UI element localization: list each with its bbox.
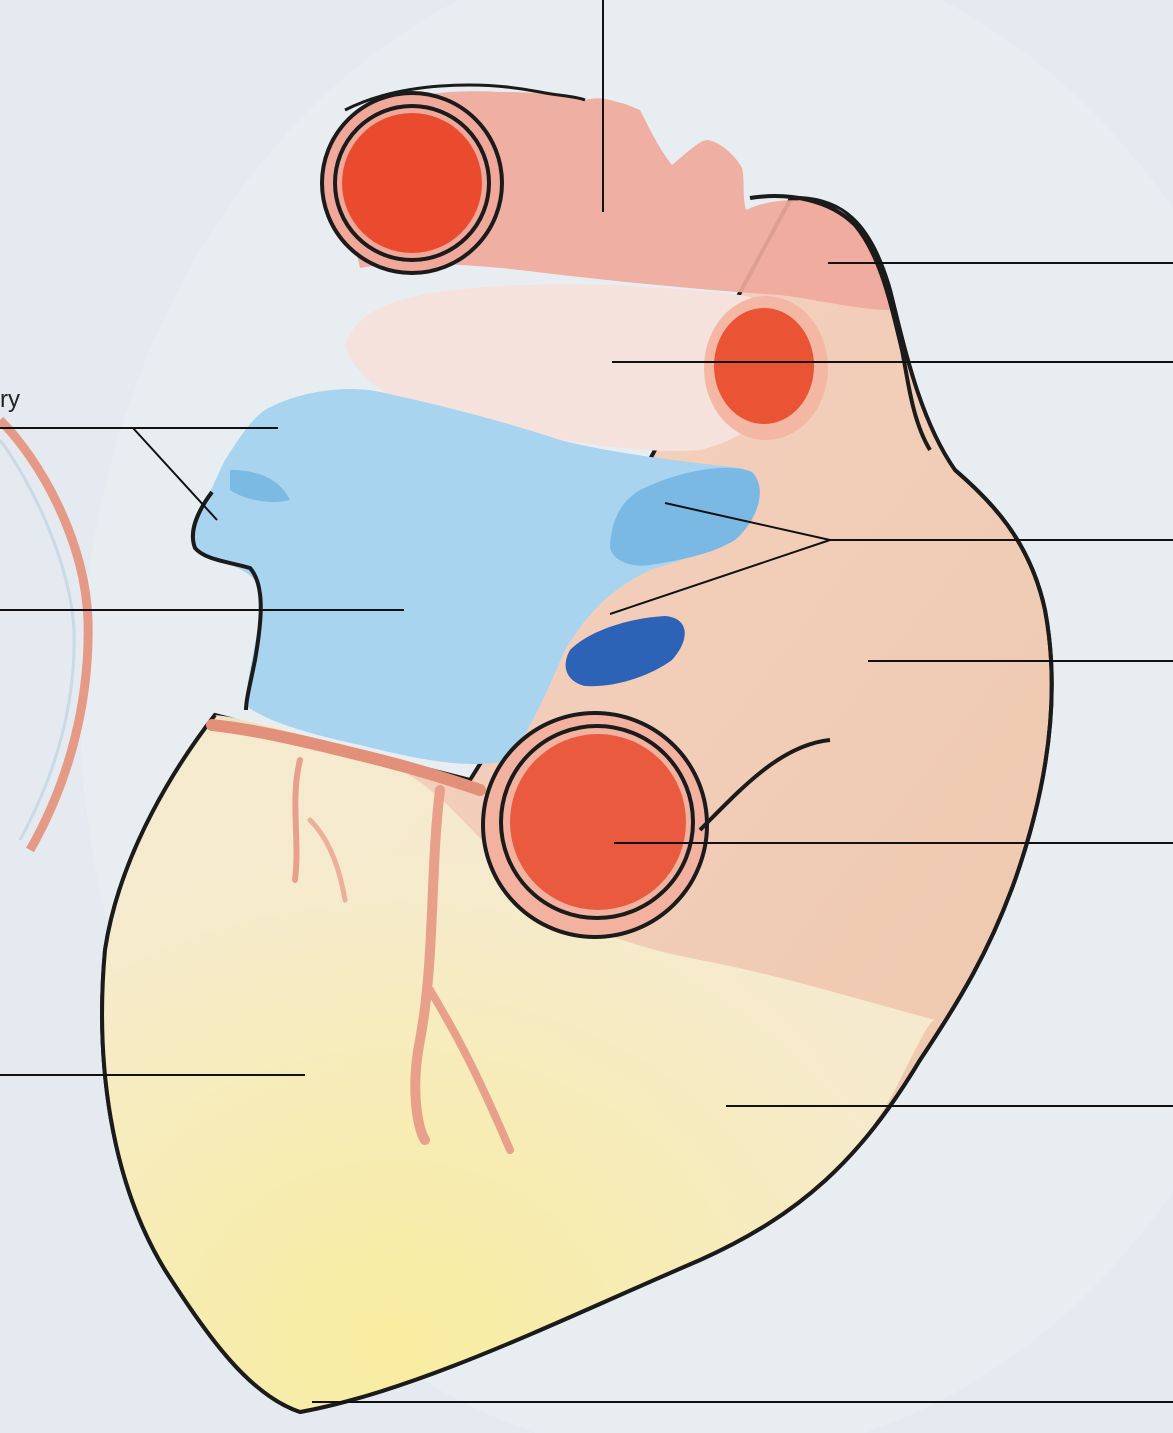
aorta-cross-section-lumen xyxy=(342,113,482,253)
right-vessel-cross-section-lumen xyxy=(714,308,814,424)
lower-vessel-cross-section-lumen xyxy=(510,734,686,910)
partial-label-left: ry xyxy=(0,386,20,414)
